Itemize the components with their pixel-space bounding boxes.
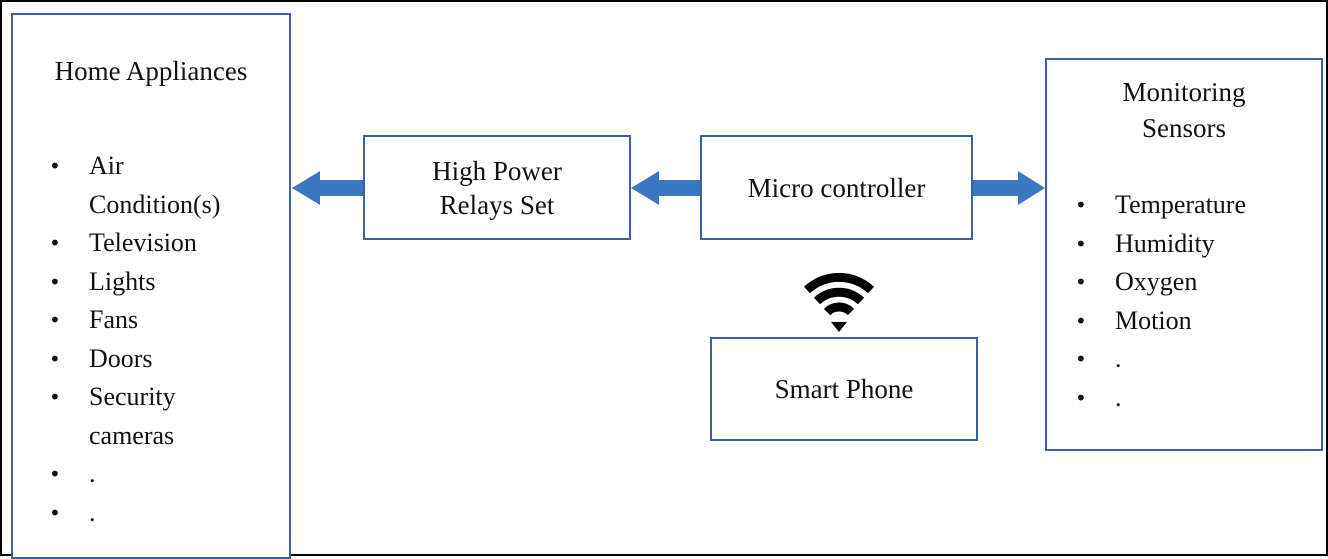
- list-item: .: [1071, 379, 1311, 418]
- list-item: Humidity: [1071, 225, 1311, 264]
- relays-label-line1: High Power: [432, 155, 562, 186]
- monitoring-sensors-title: Monitoring Sensors: [1047, 74, 1321, 146]
- smart-phone-label: Smart Phone: [774, 374, 914, 404]
- arrow-relays-to-appliances: [292, 171, 363, 205]
- list-item: Motion: [1071, 302, 1311, 341]
- high-power-relays-box: High Power Relays Set: [363, 135, 631, 240]
- list-item: Air: [45, 147, 285, 186]
- arrow-micro-to-relays: [631, 171, 700, 205]
- monitoring-sensors-list: Temperature Humidity Oxygen Motion . .: [1071, 186, 1311, 417]
- monitoring-sensors-box: Monitoring Sensors Temperature Humidity …: [1045, 58, 1323, 451]
- list-item: Doors: [45, 340, 285, 379]
- list-item: Temperature: [1071, 186, 1311, 225]
- list-item: Fans: [45, 301, 285, 340]
- home-appliances-title: Home Appliances: [54, 56, 248, 86]
- microcontroller-label: Micro controller: [747, 172, 926, 203]
- list-item-continuation: cameras: [89, 420, 175, 450]
- list-item: Television: [45, 224, 285, 263]
- home-appliances-box: Home Appliances Air Condition(s) Televis…: [11, 13, 291, 559]
- microcontroller-box: Micro controller: [700, 135, 973, 240]
- list-item: .: [1071, 340, 1311, 379]
- wifi-icon: [803, 273, 875, 332]
- list-item: .: [45, 494, 285, 533]
- list-item: .: [45, 455, 285, 494]
- list-item-continuation: Condition(s): [89, 189, 221, 219]
- list-item: Security: [45, 378, 285, 417]
- smart-phone-box: Smart Phone: [710, 337, 978, 441]
- arrow-micro-to-sensors: [973, 171, 1045, 205]
- sensors-title-line2: Sensors: [1141, 113, 1226, 143]
- list-item: Oxygen: [1071, 263, 1311, 302]
- relays-label-line2: Relays Set: [439, 189, 555, 220]
- home-appliances-list: Air Condition(s) Television Lights Fans …: [45, 147, 285, 532]
- sensors-title-line1: Monitoring: [1122, 77, 1246, 107]
- list-item: Lights: [45, 263, 285, 302]
